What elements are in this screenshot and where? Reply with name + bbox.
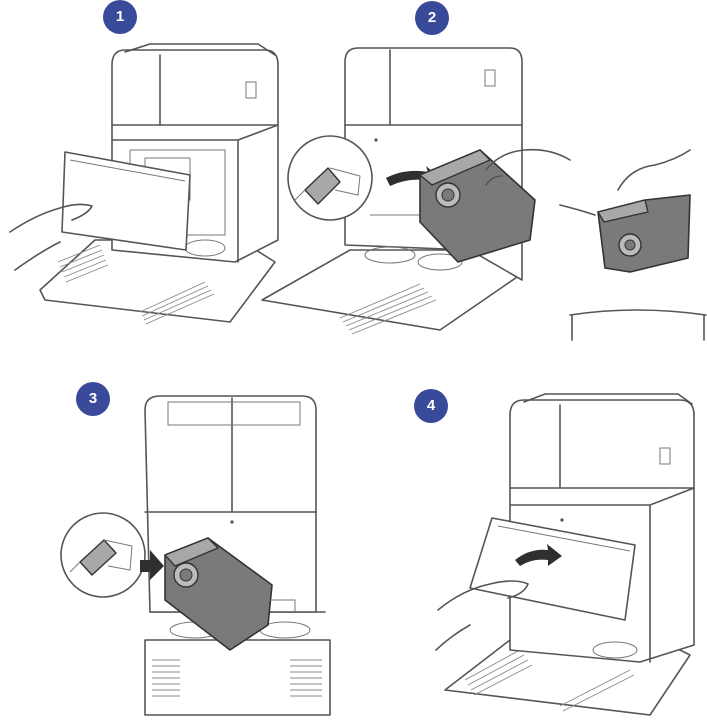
step-1-badge: 1 (103, 0, 137, 34)
step-1-illustration (10, 44, 278, 324)
step-4-badge: 4 (414, 389, 448, 423)
step-3-badge: 3 (76, 382, 110, 416)
step-4-illustration (436, 394, 694, 715)
step-2-hand-right (618, 150, 690, 190)
step-2-trash-bin (570, 310, 706, 340)
step-2-illustration (262, 48, 706, 340)
step-3-base-plate (145, 640, 330, 715)
step-2-badge: 2 (415, 1, 449, 35)
step-3-illustration (61, 396, 330, 715)
